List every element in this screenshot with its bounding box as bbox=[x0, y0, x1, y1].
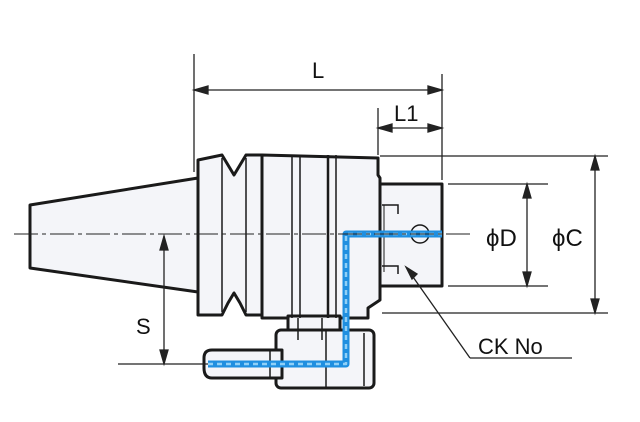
ck-leader-line bbox=[405, 266, 471, 359]
label-L: L bbox=[312, 58, 324, 83]
label-ck-no: CK No bbox=[478, 334, 543, 359]
label-phiD: ϕD bbox=[486, 225, 517, 252]
label-S: S bbox=[136, 314, 151, 339]
taper-shank bbox=[28, 176, 200, 294]
label-L1: L1 bbox=[394, 101, 418, 126]
body-detail-lines bbox=[221, 155, 399, 388]
flange-vgroove bbox=[196, 153, 264, 317]
coolant-connector-block bbox=[274, 328, 376, 390]
holder-body bbox=[28, 153, 444, 390]
label-phiC: ϕC bbox=[552, 225, 583, 252]
dimension-lines bbox=[118, 54, 608, 367]
